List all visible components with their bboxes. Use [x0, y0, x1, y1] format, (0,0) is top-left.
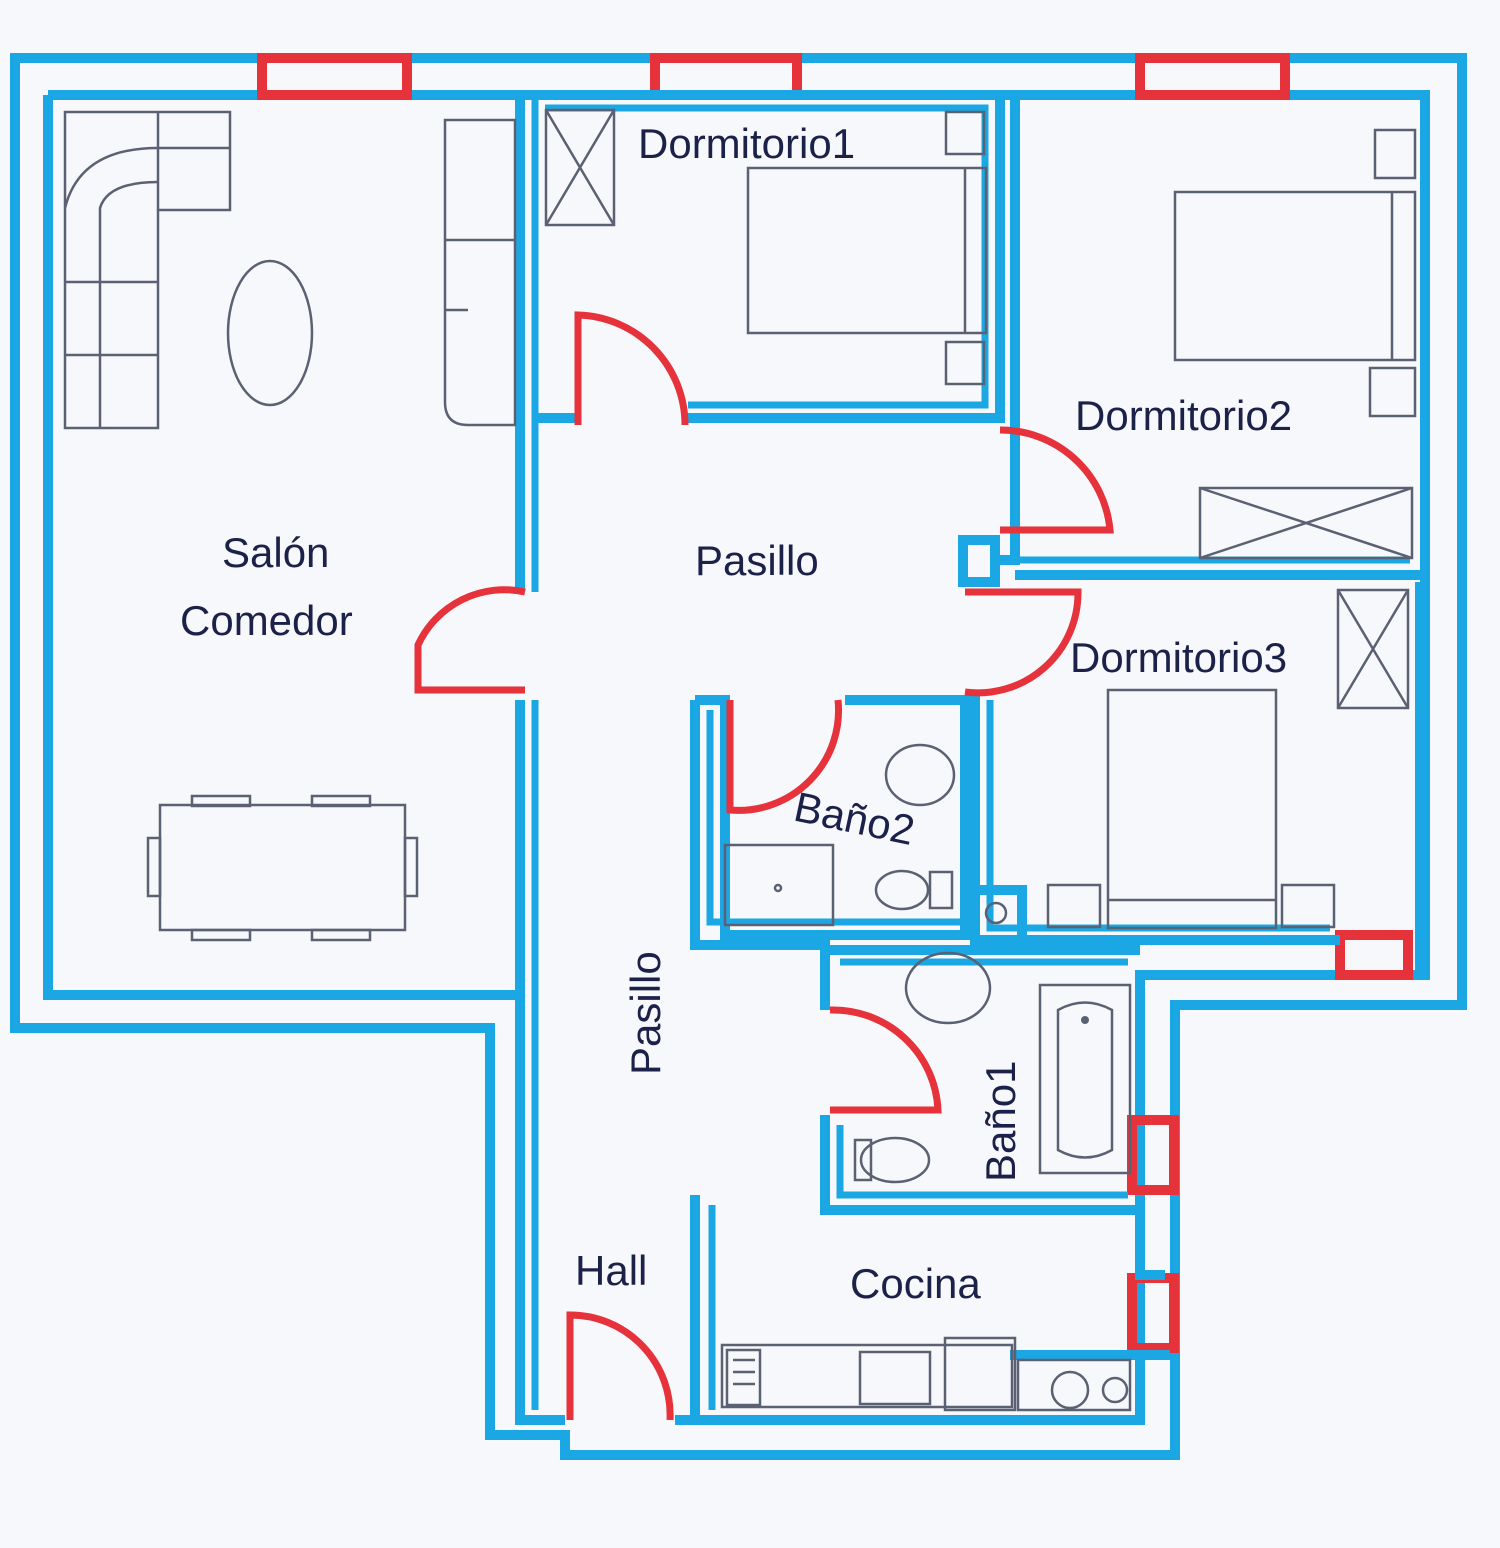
chair	[403, 836, 419, 898]
exterior-walls	[10, 53, 1467, 1460]
door-dormitorio1	[574, 311, 689, 426]
bano2-fixtures	[723, 743, 956, 927]
interior-walls	[515, 90, 1425, 1420]
label-bano2: Baño2	[790, 783, 919, 854]
stove	[725, 1348, 762, 1407]
chair	[190, 928, 252, 942]
bano1-fixtures	[853, 951, 1132, 1184]
label-bano1: Baño1	[977, 1061, 1024, 1182]
nightstand	[1046, 883, 1102, 929]
chair	[310, 794, 372, 808]
door-dormitorio2	[999, 426, 1114, 534]
bathtub	[1038, 983, 1132, 1175]
room-labels: Dormitorio1 Dormitorio2 Dormitorio3 Saló…	[180, 120, 1292, 1307]
label-comedor: Comedor	[180, 597, 353, 644]
label-salon: Salón	[222, 529, 329, 576]
label-dormitorio2: Dormitorio2	[1075, 392, 1292, 439]
bed	[746, 166, 988, 335]
chair	[190, 794, 252, 808]
wardrobe	[544, 108, 616, 227]
door-bano2	[726, 699, 843, 814]
bed	[1106, 688, 1278, 930]
chair	[146, 836, 162, 898]
counter	[720, 1343, 1014, 1409]
door-bano1	[829, 1006, 942, 1114]
shower	[723, 843, 835, 927]
bed	[1173, 190, 1417, 362]
nightstand	[944, 340, 986, 386]
wardrobe	[1198, 486, 1414, 560]
wardrobe	[1336, 588, 1410, 710]
label-hall: Hall	[575, 1247, 647, 1294]
fridge	[943, 1336, 1017, 1412]
coffee-table	[226, 259, 314, 407]
doors	[414, 311, 1114, 1421]
dormitorio1-furniture	[544, 108, 988, 386]
toilet	[874, 869, 930, 911]
sink	[904, 951, 992, 1025]
label-pasillo-side: Pasillo	[622, 951, 669, 1075]
door-hall-entrance	[566, 1311, 674, 1421]
sofa-right	[443, 118, 517, 427]
label-pasillo-top: Pasillo	[695, 537, 819, 584]
toilet	[859, 1136, 931, 1184]
label-dormitorio3: Dormitorio3	[1070, 634, 1287, 681]
nightstand	[944, 110, 986, 156]
dining-table	[158, 803, 407, 932]
nightstand	[1368, 366, 1417, 418]
sink	[884, 743, 956, 807]
nightstand	[1373, 128, 1417, 180]
boiler-area	[1016, 1358, 1132, 1412]
kitchen-sink	[858, 1350, 932, 1406]
label-cocina: Cocina	[850, 1260, 981, 1307]
label-dormitorio1: Dormitorio1	[638, 120, 855, 167]
dormitorio3-furniture	[984, 588, 1410, 930]
cocina-fixtures	[720, 1336, 1132, 1412]
chair	[310, 928, 372, 942]
door-dormitorio3	[964, 588, 1082, 697]
dormitorio2-furniture	[1173, 128, 1417, 560]
corner-sofa	[63, 110, 232, 430]
door-salon	[414, 586, 526, 694]
salon-furniture	[63, 110, 517, 942]
nightstand	[1280, 883, 1336, 929]
